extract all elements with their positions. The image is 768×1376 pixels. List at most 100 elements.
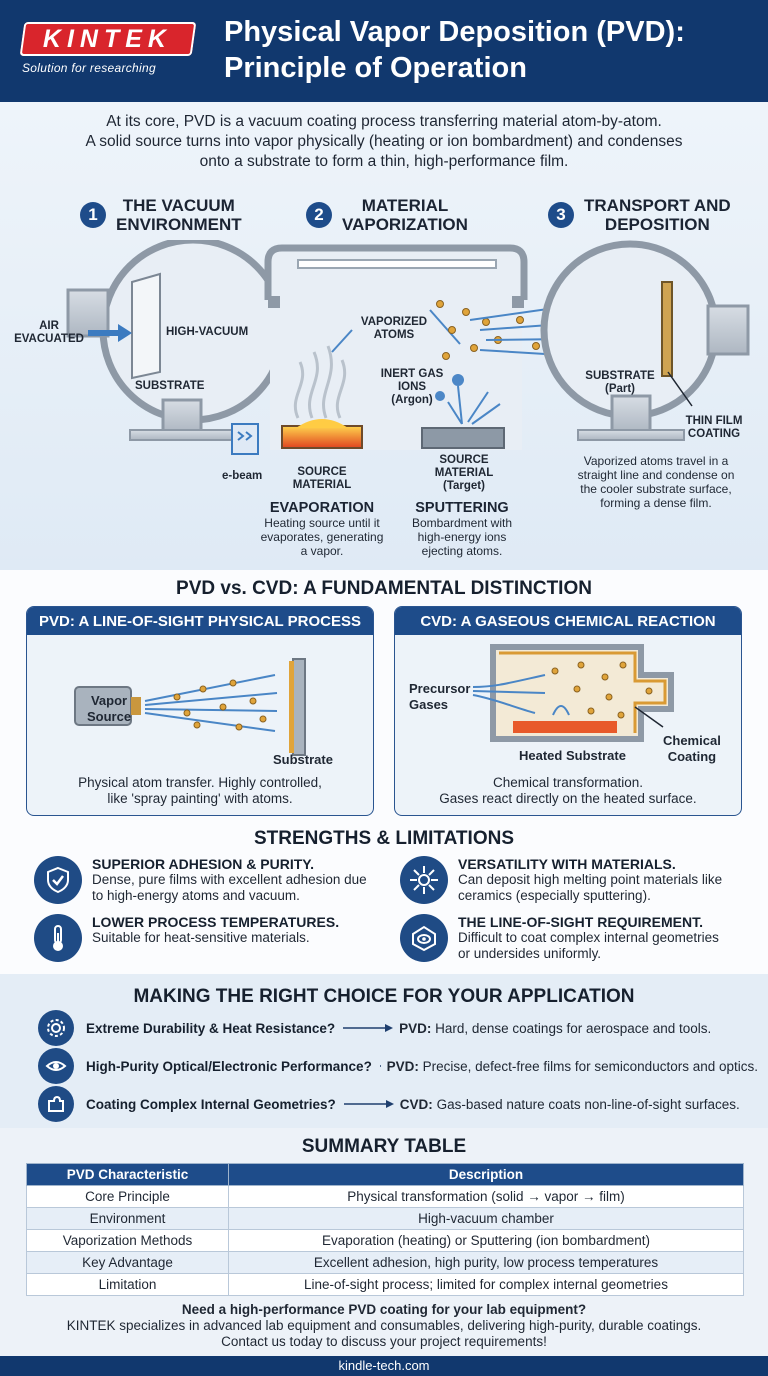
chemical-coating-line-2: Coating <box>667 749 717 764</box>
strength-temperature-body: Suitable for heat-sensitive materials. <box>92 930 339 946</box>
sputtering-desc-line-3: ejecting atoms. <box>421 544 503 558</box>
e-beam-waves <box>237 431 253 441</box>
cta-line-2: Contact us today to discuss your project… <box>221 1334 547 1349</box>
pvd-atom-paths <box>144 674 278 732</box>
transport-desc-line-3: the cooler substrate surface, <box>580 482 732 496</box>
table-header: Description <box>228 1163 744 1186</box>
table-cell: Key Advantage <box>26 1251 229 1274</box>
logo-tagline: Solution for researching <box>22 61 156 75</box>
sputtering-desc-line-1: Bombardment with <box>411 516 513 530</box>
table-cell: Limitation <box>26 1273 229 1296</box>
choice-row: Coating Complex Internal Geometries? CVD… <box>38 1086 758 1122</box>
intro-text: At its core, PVD is a vacuum coating pro… <box>40 112 728 172</box>
intro-line-2: A solid source turns into vapor physical… <box>85 133 683 150</box>
choice-answer: CVD: Gas-based nature coats non-line-of-… <box>400 1097 740 1112</box>
limitation-head: THE LINE-OF-SIGHT REQUIREMENT. <box>458 914 703 930</box>
source-material-line-2: MATERIAL <box>292 479 352 491</box>
step-3-number: 3 <box>548 202 574 228</box>
choice-question: High-Purity Optical/Electronic Performan… <box>86 1058 372 1074</box>
cvd-caption: Chemical transformation. Gases react dir… <box>395 775 741 807</box>
choice-section <box>0 974 768 1128</box>
choice-answer-key: PVD: <box>386 1058 419 1074</box>
source-material-line-1: SOURCE <box>297 466 347 478</box>
thin-film-label: THIN FILM COATING <box>674 415 754 441</box>
comparison-title: PVD vs. CVD: A FUNDAMENTAL DISTINCTION <box>176 578 592 599</box>
substrate-part-line-2: (Part) <box>604 383 636 395</box>
transport-desc: Vaporized atoms travel in a straight lin… <box>556 454 756 510</box>
vaporized-atoms-label: VAPORIZED ATOMS <box>352 316 436 342</box>
footer-url[interactable]: kindle-tech.com <box>0 1356 768 1376</box>
vapor-source-line-1: Vapor <box>90 693 128 708</box>
heated-substrate-plate <box>513 721 617 733</box>
air-evacuated-line-1: AIR <box>39 320 59 332</box>
pvd-caption: Physical atom transfer. Highly controlle… <box>27 775 373 807</box>
choice-answer: PVD: Hard, dense coatings for aerospace … <box>399 1021 711 1036</box>
limitation-body: Difficult to coat complex internal geome… <box>458 930 719 962</box>
vaporized-atoms-line-1: VAPORIZED <box>360 316 428 328</box>
air-evacuated-label: AIR EVACUATED <box>14 320 84 346</box>
right-outlet-port <box>706 304 750 356</box>
strength-temperature-line-1: Suitable for heat-sensitive materials. <box>92 930 310 945</box>
cvd-caption-line-1: Chemical transformation. <box>492 775 644 790</box>
sputtering-desc-line-2: high-energy ions <box>417 530 507 544</box>
right-chamber-port <box>610 394 652 434</box>
vapor-source-line-2: Source <box>87 709 132 724</box>
strengths-title: STRENGTHS & LIMITATIONS <box>253 828 514 849</box>
strength-versatility-head: VERSATILITY WITH MATERIALS. <box>458 856 676 872</box>
sputtering-desc: Bombardment with high-energy ions ejecti… <box>394 516 530 558</box>
strength-adhesion-body: Dense, pure films with excellent adhesio… <box>92 872 367 904</box>
center-chamber <box>264 244 528 300</box>
puzzle-icon <box>38 1086 74 1122</box>
choice-answer-text: Gas-based nature coats non-line-of-sight… <box>436 1096 740 1112</box>
call-to-action: Need a high-performance PVD coating for … <box>0 1302 768 1350</box>
source-target-line-3: (Target) <box>443 480 485 492</box>
evaporation-desc-line-3: a vapor. <box>300 544 344 558</box>
eye-icon <box>38 1048 74 1084</box>
limitation-line-2: or undersides uniformly. <box>458 946 602 961</box>
pvd-substrate-label: Substrate <box>273 752 333 767</box>
air-evacuated-line-2: EVACUATED <box>14 333 84 345</box>
vapor-wisp <box>335 359 347 419</box>
vapor-wisp <box>308 351 319 419</box>
source-target-label: SOURCE MATERIAL (Target) <box>424 454 504 493</box>
precursor-gases-label: Precursor Gases <box>409 681 470 713</box>
table-cell: Core Principle <box>26 1185 229 1208</box>
step-2-title-line-2: VAPORIZATION <box>342 215 468 234</box>
choice-answer-key: PVD: <box>399 1020 432 1036</box>
step-2-heading: 2 MATERIAL VAPORIZATION <box>306 196 468 234</box>
cta-head: Need a high-performance PVD coating for … <box>181 1302 587 1317</box>
thin-film-line-2: COATING <box>687 428 741 440</box>
substrate-part-line-1: SUBSTRATE <box>585 370 655 382</box>
molten-source <box>296 419 348 428</box>
cvd-chamber <box>490 644 674 742</box>
pvd-atoms <box>173 679 267 731</box>
step-3-heading: 3 TRANSPORT AND DEPOSITION <box>548 196 731 234</box>
vapor-wisp <box>322 345 333 419</box>
chemical-coating-line-1: Chemical <box>663 733 721 748</box>
arrow-right-icon <box>379 1065 381 1067</box>
thermometer-icon <box>34 914 82 962</box>
transport-desc-line-4: forming a dense film. <box>600 496 712 510</box>
shape-eye-icon <box>400 914 448 962</box>
e-beam-gun-icon <box>231 423 259 455</box>
precursor-line-1: Precursor <box>409 681 471 696</box>
pipe-joint-right <box>512 296 524 308</box>
cvd-diagram <box>472 644 674 742</box>
kintek-logo[interactable]: KINTEK Solution for researching <box>19 22 198 75</box>
sputter-target <box>421 427 505 449</box>
choice-question: Coating Complex Internal Geometries? <box>86 1096 336 1112</box>
logo-badge: KINTEK <box>19 22 197 56</box>
table-cell: Vaporization Methods <box>26 1229 229 1252</box>
pvd-coating-layer <box>289 661 294 753</box>
step-1-number: 1 <box>80 202 106 228</box>
strength-adhesion-line-1: Dense, pure films with excellent adhesio… <box>92 872 367 887</box>
step-2-number: 2 <box>306 202 332 228</box>
step-2-title: MATERIAL VAPORIZATION <box>342 196 468 234</box>
step-2-title-line-1: MATERIAL <box>361 196 449 215</box>
logo-text: KINTEK <box>43 24 173 53</box>
